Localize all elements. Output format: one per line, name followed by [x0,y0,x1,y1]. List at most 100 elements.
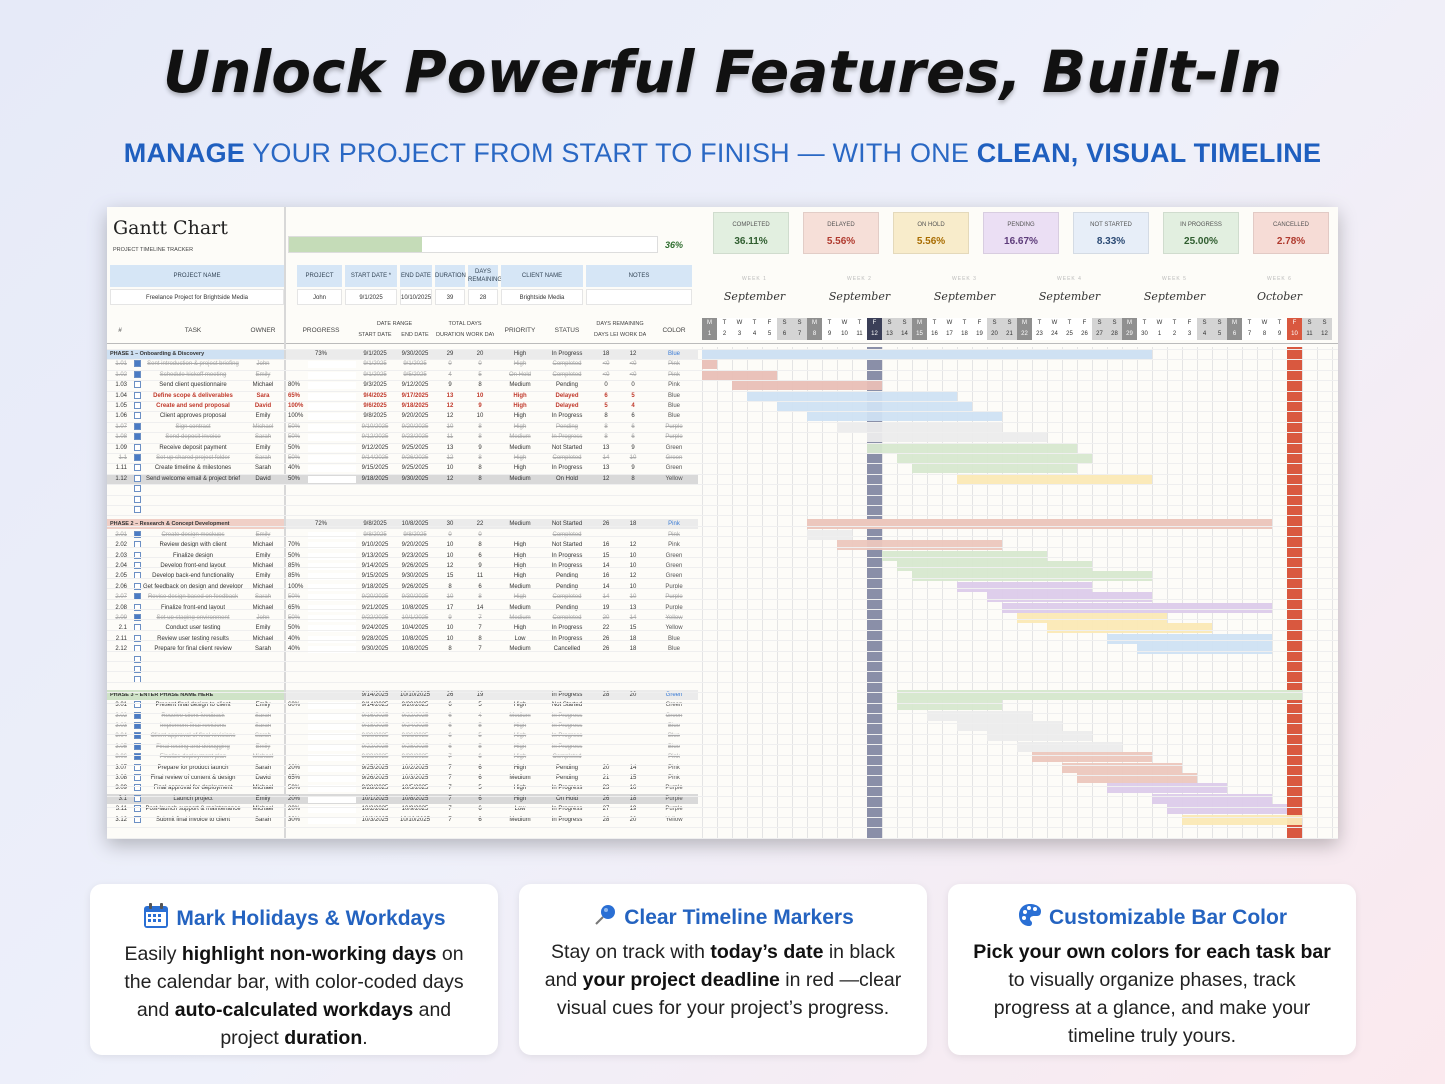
cell-pri[interactable]: Medium [509,444,531,451]
task-checkbox[interactable] [134,454,141,461]
cell-color[interactable]: Blue [667,723,680,729]
cell-color[interactable]: Yellow [665,615,683,621]
task-checkbox[interactable] [134,634,141,642]
cell-color[interactable]: Green [665,712,683,719]
cell-color[interactable]: Purple [665,423,683,430]
cell-pri[interactable]: High [513,625,527,632]
task-checkbox[interactable] [134,753,141,761]
cell-color[interactable]: Pink [668,382,680,389]
task-checkbox[interactable] [134,433,141,441]
notes-field[interactable] [586,289,692,305]
cell-stat[interactable]: In Progress [551,743,583,750]
cell-pri[interactable]: High [513,423,527,430]
task-checkbox[interactable] [134,732,141,740]
cell-stat[interactable]: Delayed [555,392,579,399]
cell-color[interactable]: Green [665,702,683,709]
cell-color[interactable]: Pink [668,371,680,378]
task-checkbox[interactable] [134,422,141,430]
cell-pri[interactable]: Medium [509,615,531,621]
cell-color[interactable]: Purple [665,604,683,611]
cell-color[interactable]: Blue [667,733,680,740]
cell-stat[interactable]: In Progress [551,625,583,632]
cell-stat[interactable]: Completed [552,615,582,621]
cell-color[interactable]: Yellow [665,625,683,632]
cell-pri[interactable]: High [513,795,527,802]
info-value-end[interactable]: 10/10/2025 [400,289,432,305]
cell-pri[interactable]: Medium [509,583,531,590]
cell-stat[interactable]: Completed [552,361,582,368]
task-checkbox[interactable] [134,360,141,368]
cell-pri[interactable]: High [513,403,527,409]
cell-stat[interactable]: In Progress [551,816,583,823]
cell-stat[interactable]: In Progress [551,465,583,472]
task-checkbox[interactable] [134,784,141,792]
cell-stat[interactable]: Pending [555,764,579,771]
info-value-client[interactable]: Brightside Media [501,289,583,305]
info-value-duration[interactable]: 39 [435,289,465,305]
cell-color[interactable]: Blue [667,413,680,420]
cell-pri[interactable]: Low [514,806,526,813]
task-checkbox[interactable] [134,742,141,750]
cell-stat[interactable]: In Progress [551,712,583,719]
cell-pri[interactable]: Low [514,635,526,642]
cell-stat[interactable]: Pending [555,775,579,781]
cell-stat[interactable]: In Progress [551,552,583,559]
cell-pri[interactable]: High [513,723,527,729]
task-checkbox[interactable] [134,603,141,611]
cell-color[interactable]: Purple [665,583,683,590]
cell-pri[interactable]: Medium [509,475,531,482]
cell-pri[interactable]: Medium [509,382,531,389]
task-checkbox[interactable] [134,370,141,378]
cell-stat[interactable]: Cancelled [553,646,581,653]
cell-stat[interactable]: In Progress [551,563,583,569]
cell-stat[interactable]: On Hold [555,795,578,802]
task-checkbox[interactable] [134,794,141,802]
cell-stat[interactable]: Completed [552,455,582,461]
task-checkbox[interactable] [134,464,141,472]
cell-stat[interactable]: Not Started [551,542,583,549]
task-checkbox[interactable] [134,763,141,771]
cell-color[interactable]: Blue [667,646,680,653]
cell-color[interactable]: Purple [665,806,683,813]
cell-pri[interactable]: High [513,573,527,580]
cell-pri[interactable]: High [513,702,527,709]
cell-pri[interactable]: High [513,785,527,792]
cell-stat[interactable]: Pending [555,573,579,580]
task-checkbox[interactable] [134,381,141,389]
cell-stat[interactable]: Pending [555,604,579,611]
task-checkbox[interactable] [134,562,141,569]
cell-pri[interactable]: High [513,764,527,771]
cell-color[interactable]: Pink [668,531,680,538]
cell-pri[interactable]: High [513,361,527,368]
cell-color[interactable]: Purple [665,594,683,601]
cell-pri[interactable]: High [513,392,527,399]
cell-color[interactable]: Pink [668,361,680,368]
cell-stat[interactable]: Completed [552,754,582,761]
cell-color[interactable]: Pink [668,775,680,781]
task-checkbox[interactable] [134,722,141,729]
cell-stat[interactable]: In Progress [551,434,583,441]
cell-pri[interactable]: High [513,754,527,761]
cell-stat[interactable]: Pending [555,382,579,389]
cell-stat[interactable]: Delayed [555,403,579,409]
cell-stat[interactable]: In Progress [551,785,583,792]
cell-color[interactable]: Pink [668,754,680,761]
cell-pri[interactable]: Medium [509,604,531,611]
cell-color[interactable]: Purple [665,795,683,802]
cell-stat[interactable]: Completed [552,531,582,538]
cell-pri[interactable]: Medium [509,816,531,823]
cell-color[interactable]: Yellow [665,475,683,482]
cell-color[interactable]: Blue [667,635,680,642]
cell-pri[interactable]: High [513,563,527,569]
cell-pri[interactable]: High [513,542,527,549]
task-checkbox[interactable] [134,551,141,559]
cell-stat[interactable]: Not Started [551,702,583,709]
cell-pri[interactable]: Medium [509,712,531,719]
task-checkbox[interactable] [134,582,141,590]
info-value-lead[interactable]: John [297,289,342,305]
cell-pri[interactable]: High [513,413,527,420]
task-checkbox[interactable] [134,701,141,709]
cell-color[interactable]: Pink [668,542,680,549]
cell-stat[interactable]: Pending [555,583,579,590]
cell-stat[interactable]: Completed [552,594,582,601]
